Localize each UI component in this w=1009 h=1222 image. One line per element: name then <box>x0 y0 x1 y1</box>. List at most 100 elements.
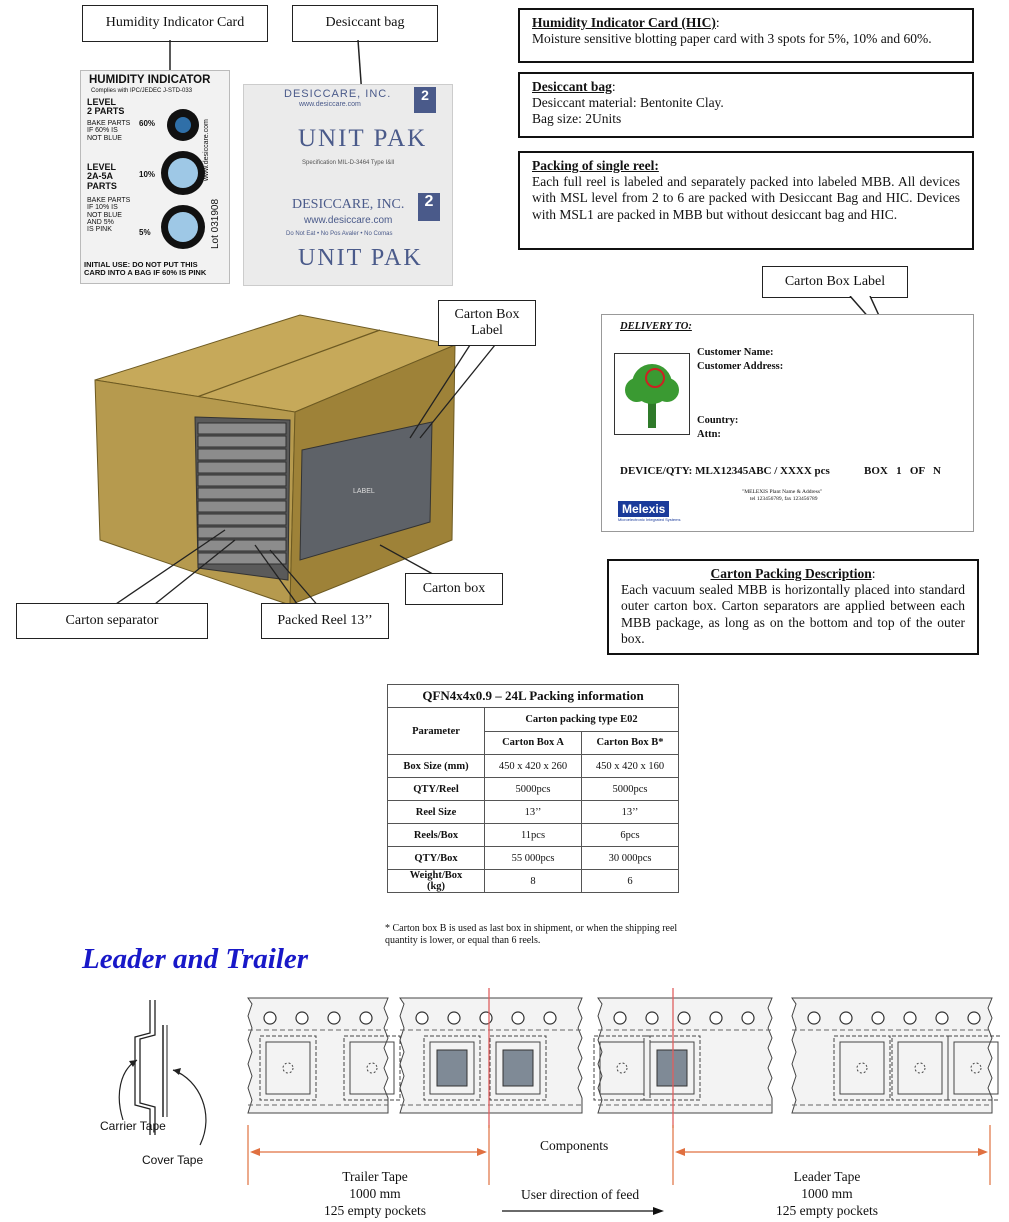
hic-spot3 <box>161 205 205 249</box>
hic-card: HUMIDITY INDICATOR Complies with IPC/JED… <box>80 70 230 284</box>
desiccant-description-title: Desiccant bag <box>532 79 612 94</box>
feed-direction-label: User direction of feed <box>521 1187 640 1202</box>
carton-label-card: DELIVERY TO: Customer Name: Customer Add… <box>601 314 974 532</box>
hic-side-url: www.desiccare.com <box>203 119 210 181</box>
bag-brand-top: DESICCARE, INC. <box>284 88 392 100</box>
hic-title: HUMIDITY INDICATOR <box>89 74 211 86</box>
row-label: Reels/Box <box>387 823 485 847</box>
bag-units-top: 2 <box>414 87 436 113</box>
label-tree-logo <box>614 353 690 435</box>
packing-table: Parameter Carton packing type E02 Carton… <box>387 707 679 894</box>
leader-pockets: 125 empty pockets <box>776 1202 878 1218</box>
tape-pocket <box>643 1035 701 1101</box>
bag-brand-mid: DESICCARE, INC. <box>292 197 405 212</box>
hic-description-box: Humidity Indicator Card (HIC): Moisture … <box>518 8 974 63</box>
desiccant-description-box: Desiccant bag: Desiccant material: Bento… <box>518 72 974 138</box>
components-label: Components <box>540 1138 609 1153</box>
bag-site-top: www.desiccare.com <box>299 101 361 108</box>
tape-pocket <box>489 1035 547 1101</box>
row-b: 5000pcs <box>581 777 679 801</box>
row-b: 13’’ <box>581 800 679 824</box>
melexis-logo-sub: Microelectronic Integrated Systems <box>618 517 681 522</box>
trailer-title: Trailer Tape <box>342 1169 408 1184</box>
label-fine-print-2: tel 123456789, fax 123456789 <box>750 496 818 502</box>
carton-label-callout: Carton Box Label <box>762 266 908 298</box>
tape-segment <box>399 997 583 1114</box>
col-b-header: Carton Box B* <box>581 730 679 755</box>
carton-sticker-text: LABEL <box>353 488 375 495</box>
row-a: 13’’ <box>484 800 582 824</box>
row-b: 450 x 420 x 160 <box>581 754 679 778</box>
reel-stack <box>197 422 287 565</box>
tape-pocket <box>947 1035 1000 1101</box>
carton-separator-callout: Carton separator <box>16 603 208 639</box>
trailer-length: 1000 mm <box>349 1185 401 1201</box>
bag-name-top: UNIT PAK <box>298 125 428 152</box>
hic-description-title: Humidity Indicator Card (HIC) <box>532 15 716 30</box>
trailer-tape-info: Trailer Tape 1000 mm 125 empty pockets <box>300 1169 450 1220</box>
param-header: Parameter <box>387 707 485 755</box>
row-a: 11pcs <box>484 823 582 847</box>
bag-units-mid: 2 <box>418 193 440 221</box>
hic-callout: Humidity Indicator Card <box>82 5 268 42</box>
carrier-tape-strip <box>247 988 1000 1128</box>
hic-level2: LEVEL 2A-5A PARTS <box>87 162 117 191</box>
label-device-qty: DEVICE/QTY: MLX12345ABC / XXXX pcs <box>620 465 830 477</box>
label-customer-name: Customer Name: <box>697 347 774 358</box>
trailer-pockets: 125 empty pockets <box>324 1202 426 1218</box>
row-label: Weight/Box (kg) <box>387 868 485 894</box>
bag-name-bottom: UNIT PAK <box>298 245 423 271</box>
label-customer-address: Customer Address: <box>697 361 784 372</box>
label-fine-print-1: "MELEXIS Plant Name & Address" <box>742 489 823 495</box>
hic-spot1 <box>167 109 199 141</box>
label-attn: Attn: <box>697 429 721 440</box>
tape-pocket <box>833 1035 891 1101</box>
desiccant-description-line1: Desiccant material: Bentonite Clay. <box>532 95 724 111</box>
bag-warn: Do Not Eat • No Pos Avaler • No Comas <box>286 231 393 237</box>
reel-description-body: Each full reel is labeled and separately… <box>532 174 960 222</box>
leader-trailer-heading: Leader and Trailer <box>82 943 309 975</box>
packing-table-wrap: QFN4x4x0.9 – 24L Packing information Par… <box>387 684 679 894</box>
tape-dimensions <box>247 1125 991 1215</box>
leader-length: 1000 mm <box>801 1185 853 1201</box>
cover-tape-label: Cover Tape <box>142 1153 204 1167</box>
label-delivery-to: DELIVERY TO: <box>620 321 692 332</box>
tape-segment <box>247 997 389 1114</box>
reel-description-box: Packing of single reel: Each full reel i… <box>518 151 974 250</box>
tape-cross-section <box>118 1000 207 1146</box>
row-a: 450 x 420 x 260 <box>484 754 582 778</box>
tape-pocket <box>423 1035 481 1101</box>
hic-footer: INITIAL USE: DO NOT PUT THIS CARD INTO A… <box>84 260 207 277</box>
row-a: 55 000pcs <box>484 846 582 870</box>
carton-box-callout: Carton box <box>405 573 503 605</box>
bag-site-mid: www.desiccare.com <box>304 215 393 226</box>
tape-pocket <box>259 1035 317 1101</box>
hic-spot2 <box>161 151 205 195</box>
table-footnote: * Carton box B is used as last box in sh… <box>385 923 678 946</box>
hic-spot3-label: 5% <box>139 228 151 237</box>
hic-level1-note: BAKE PARTS IF 60% IS NOT BLUE <box>87 120 131 142</box>
hic-subtitle: Complies with IPC/JEDEC J-STD-033 <box>91 88 193 94</box>
tape-pocket <box>343 1035 401 1101</box>
row-label: Box Size (mm) <box>387 754 485 778</box>
carton-label-callout-3d: Carton Box Label <box>438 300 536 346</box>
row-a: 8 <box>484 868 582 894</box>
hic-description-body: Moisture sensitive blotting paper card w… <box>532 31 932 47</box>
carton-illustration: LABEL <box>94 314 496 609</box>
carton-description-box: Carton Packing Description: Each vacuum … <box>607 559 979 655</box>
desiccant-description-line2: Bag size: 2Units <box>532 111 622 127</box>
row-label: Reel Size <box>387 800 485 824</box>
carton-description-title: Carton Packing Description <box>710 566 872 581</box>
bag-spec: Specification MIL-D-3464 Type I&II <box>302 160 395 166</box>
row-a: 5000pcs <box>484 777 582 801</box>
type-header: Carton packing type E02 <box>484 707 679 732</box>
melexis-logo: Melexis Microelectronic Integrated Syste… <box>618 501 680 522</box>
desiccant-bag: DESICCARE, INC. www.desiccare.com 2 UNIT… <box>243 84 453 286</box>
row-b: 6pcs <box>581 823 679 847</box>
label-country: Country: <box>697 415 739 426</box>
